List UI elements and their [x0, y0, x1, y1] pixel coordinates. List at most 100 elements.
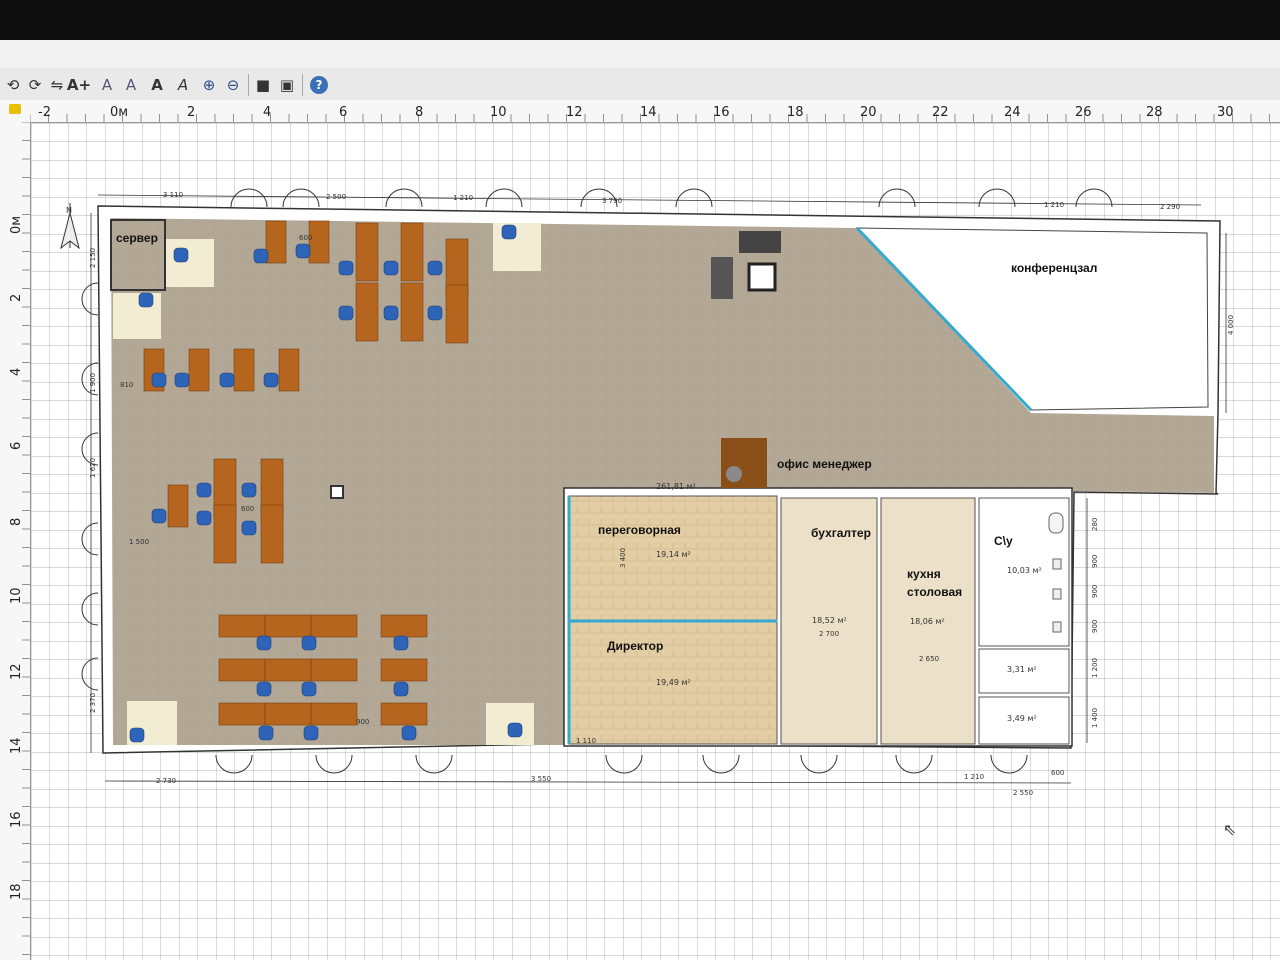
- chair[interactable]: [129, 727, 145, 743]
- text-bold-icon[interactable]: A: [151, 76, 163, 94]
- chair[interactable]: [253, 248, 269, 264]
- desk[interactable]: [167, 484, 189, 528]
- chair[interactable]: [303, 725, 319, 741]
- desk[interactable]: [355, 222, 379, 282]
- desk[interactable]: [400, 222, 424, 282]
- desk[interactable]: [233, 348, 255, 392]
- desk[interactable]: [213, 504, 237, 564]
- double-door[interactable]: [415, 754, 453, 774]
- desk[interactable]: [265, 220, 287, 264]
- double-door[interactable]: [81, 522, 99, 556]
- desk[interactable]: [310, 702, 358, 726]
- double-door[interactable]: [385, 188, 423, 208]
- corner-workstation[interactable]: [493, 223, 541, 271]
- lock-icon[interactable]: [9, 104, 21, 114]
- chair[interactable]: [427, 305, 443, 321]
- double-door[interactable]: [485, 188, 523, 208]
- chair[interactable]: [241, 482, 257, 498]
- double-door[interactable]: [282, 188, 320, 208]
- rotate-left-icon[interactable]: ⟲: [6, 76, 20, 94]
- coffee-table[interactable]: [747, 262, 777, 292]
- chair[interactable]: [196, 510, 212, 526]
- chair[interactable]: [393, 681, 409, 697]
- desk[interactable]: [260, 504, 284, 564]
- mirror-icon[interactable]: ⇋: [50, 76, 64, 94]
- desk[interactable]: [400, 282, 424, 342]
- desk[interactable]: [380, 702, 428, 726]
- desk[interactable]: [188, 348, 210, 392]
- chair[interactable]: [138, 292, 154, 308]
- desk[interactable]: [310, 658, 358, 682]
- sofa[interactable]: [711, 257, 733, 299]
- double-door[interactable]: [978, 188, 1016, 208]
- help-icon[interactable]: ?: [310, 76, 328, 94]
- double-door[interactable]: [605, 754, 643, 774]
- desk[interactable]: [355, 282, 379, 342]
- corner-workstation[interactable]: [113, 293, 161, 339]
- desk[interactable]: [218, 702, 266, 726]
- double-door[interactable]: [81, 657, 99, 691]
- double-door[interactable]: [81, 362, 99, 396]
- double-door[interactable]: [580, 188, 618, 208]
- text-italic-icon[interactable]: A: [177, 76, 189, 94]
- zoom-in-icon[interactable]: ⊕: [202, 76, 216, 94]
- sofa[interactable]: [739, 231, 781, 253]
- virtual-visit-icon[interactable]: ▣: [279, 76, 295, 94]
- desk[interactable]: [264, 702, 312, 726]
- chair[interactable]: [301, 635, 317, 651]
- desk[interactable]: [264, 658, 312, 682]
- zoom-out-icon[interactable]: ⊖: [226, 76, 240, 94]
- double-door[interactable]: [675, 188, 713, 208]
- desk[interactable]: [380, 658, 428, 682]
- plan-canvas[interactable]: 3 110 2 500 1 210 3 790 1 210 2 290 2 73…: [31, 123, 1280, 960]
- chair[interactable]: [338, 260, 354, 276]
- desk[interactable]: [445, 284, 469, 344]
- chair[interactable]: [258, 725, 274, 741]
- desk[interactable]: [308, 220, 330, 264]
- desk[interactable]: [278, 348, 300, 392]
- chair[interactable]: [383, 305, 399, 321]
- double-door[interactable]: [81, 282, 99, 316]
- chair[interactable]: [174, 372, 190, 388]
- chair[interactable]: [173, 247, 189, 263]
- text-shrink-icon[interactable]: A: [125, 76, 137, 94]
- chair[interactable]: [301, 681, 317, 697]
- desk[interactable]: [218, 658, 266, 682]
- chair[interactable]: [241, 520, 257, 536]
- double-door[interactable]: [315, 754, 353, 774]
- chair[interactable]: [219, 372, 235, 388]
- double-door[interactable]: [230, 188, 268, 208]
- double-door[interactable]: [990, 754, 1028, 774]
- desk[interactable]: [218, 614, 266, 638]
- double-door[interactable]: [81, 432, 99, 466]
- chair[interactable]: [401, 725, 417, 741]
- chair[interactable]: [338, 305, 354, 321]
- rotate-right-icon[interactable]: ⟳: [28, 76, 42, 94]
- corner-workstation[interactable]: [166, 239, 214, 287]
- chair[interactable]: [151, 372, 167, 388]
- double-door[interactable]: [81, 592, 99, 626]
- chair[interactable]: [507, 722, 523, 738]
- chair[interactable]: [263, 372, 279, 388]
- chair[interactable]: [295, 243, 311, 259]
- double-door[interactable]: [800, 754, 838, 774]
- chair[interactable]: [256, 635, 272, 651]
- double-door[interactable]: [878, 188, 916, 208]
- chair[interactable]: [501, 224, 517, 240]
- text-modify-icon[interactable]: A: [101, 76, 113, 94]
- double-door[interactable]: [702, 754, 740, 774]
- manager-chair[interactable]: [726, 466, 742, 482]
- double-door[interactable]: [1075, 188, 1113, 208]
- chair[interactable]: [393, 635, 409, 651]
- double-door[interactable]: [215, 754, 253, 774]
- desk[interactable]: [380, 614, 428, 638]
- chair[interactable]: [427, 260, 443, 276]
- manager-desk[interactable]: [721, 438, 767, 488]
- add-text-icon[interactable]: A+: [66, 76, 92, 94]
- camera-icon[interactable]: ■: [255, 76, 271, 94]
- chair[interactable]: [151, 508, 167, 524]
- desk[interactable]: [310, 614, 358, 638]
- chair[interactable]: [383, 260, 399, 276]
- chair[interactable]: [196, 482, 212, 498]
- chair[interactable]: [256, 681, 272, 697]
